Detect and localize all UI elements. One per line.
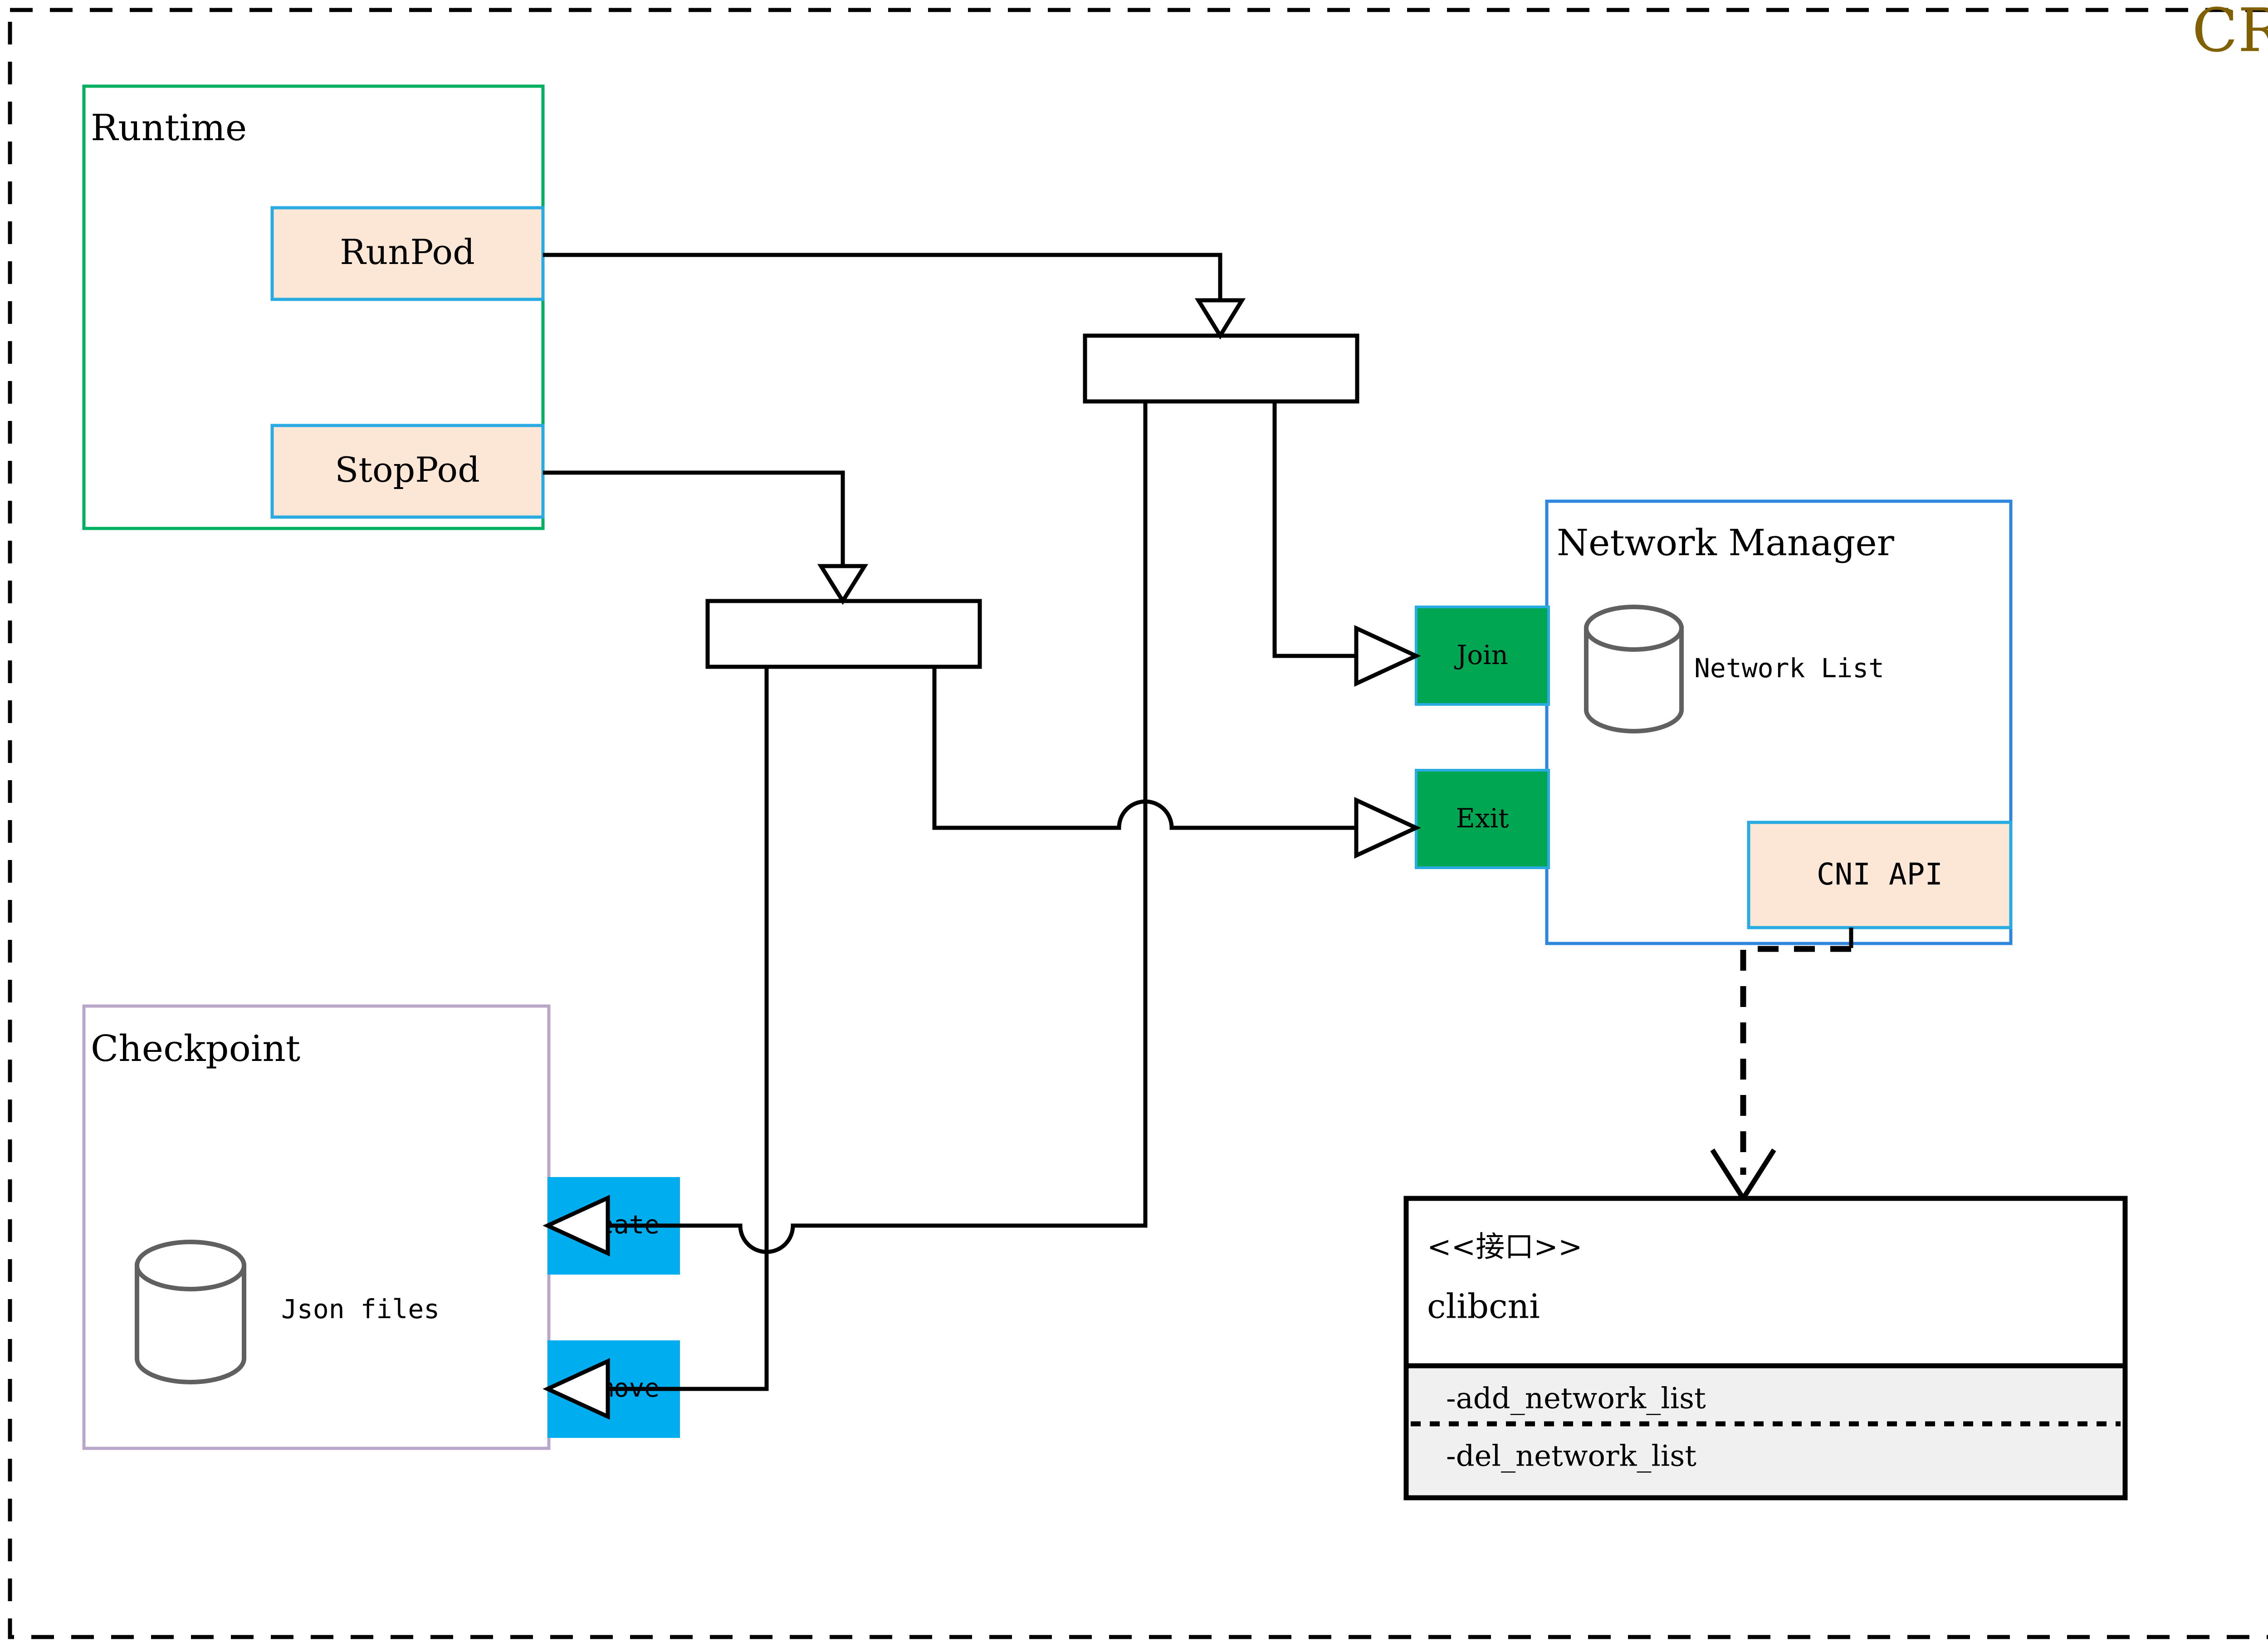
clibcni-method-add: -add_network_list [1446,1382,1706,1416]
arrowhead-into-fork-runpod [1194,298,1246,340]
runpod-label: RunPod [340,232,475,272]
cni-api-box[interactable] [1747,821,2013,929]
stoppod-box[interactable] [270,424,545,519]
outer-frame [8,8,2268,1639]
fork-bar-stoppod [705,599,982,669]
clibcni-name: clibcni [1427,1287,1540,1326]
arrowhead-into-create [543,1194,610,1257]
clibcni-method-del: -del_network_list [1446,1440,1696,1473]
edge-fork-to-exit [932,667,1356,830]
arrowhead-into-exit [1354,797,1421,859]
runtime-group-label: Runtime [91,107,247,149]
clibcni-methods-compartment [1403,1363,2128,1500]
cni-api-label: CNI API [1817,857,1943,892]
edge-cni-to-clibcni [1740,946,1851,1175]
checkpoint-group-box[interactable] [82,1004,551,1450]
fork-bar-runpod [1083,333,1359,404]
arrowhead-into-remove [543,1358,610,1420]
json-files-cylinder [135,1240,246,1384]
json-files-label: Json files [281,1294,440,1324]
network-list-cylinder [1584,605,1684,733]
exit-port-box[interactable] [1415,769,1550,869]
arrowhead-into-fork-stoppod [817,564,869,605]
edge-fork-to-remove [608,667,769,1391]
stoppod-label: StopPod [335,450,479,490]
clibcni-stereotype: <<接口>> [1427,1231,1583,1264]
page-title: CRI [2192,0,2268,66]
edge-fork-to-join [1272,401,1356,658]
checkpoint-group-label: Checkpoint [91,1027,300,1070]
join-port-label: Join [1454,640,1508,670]
network-list-label: Network List [1694,653,1884,684]
edge-runpod-to-fork [543,253,1222,300]
exit-port-label: Exit [1456,803,1509,834]
arrowhead-into-join [1354,625,1421,687]
runpod-box[interactable] [270,206,545,301]
edge-stoppod-to-fork [543,470,845,566]
network-manager-group-label: Network Manager [1557,522,1895,564]
